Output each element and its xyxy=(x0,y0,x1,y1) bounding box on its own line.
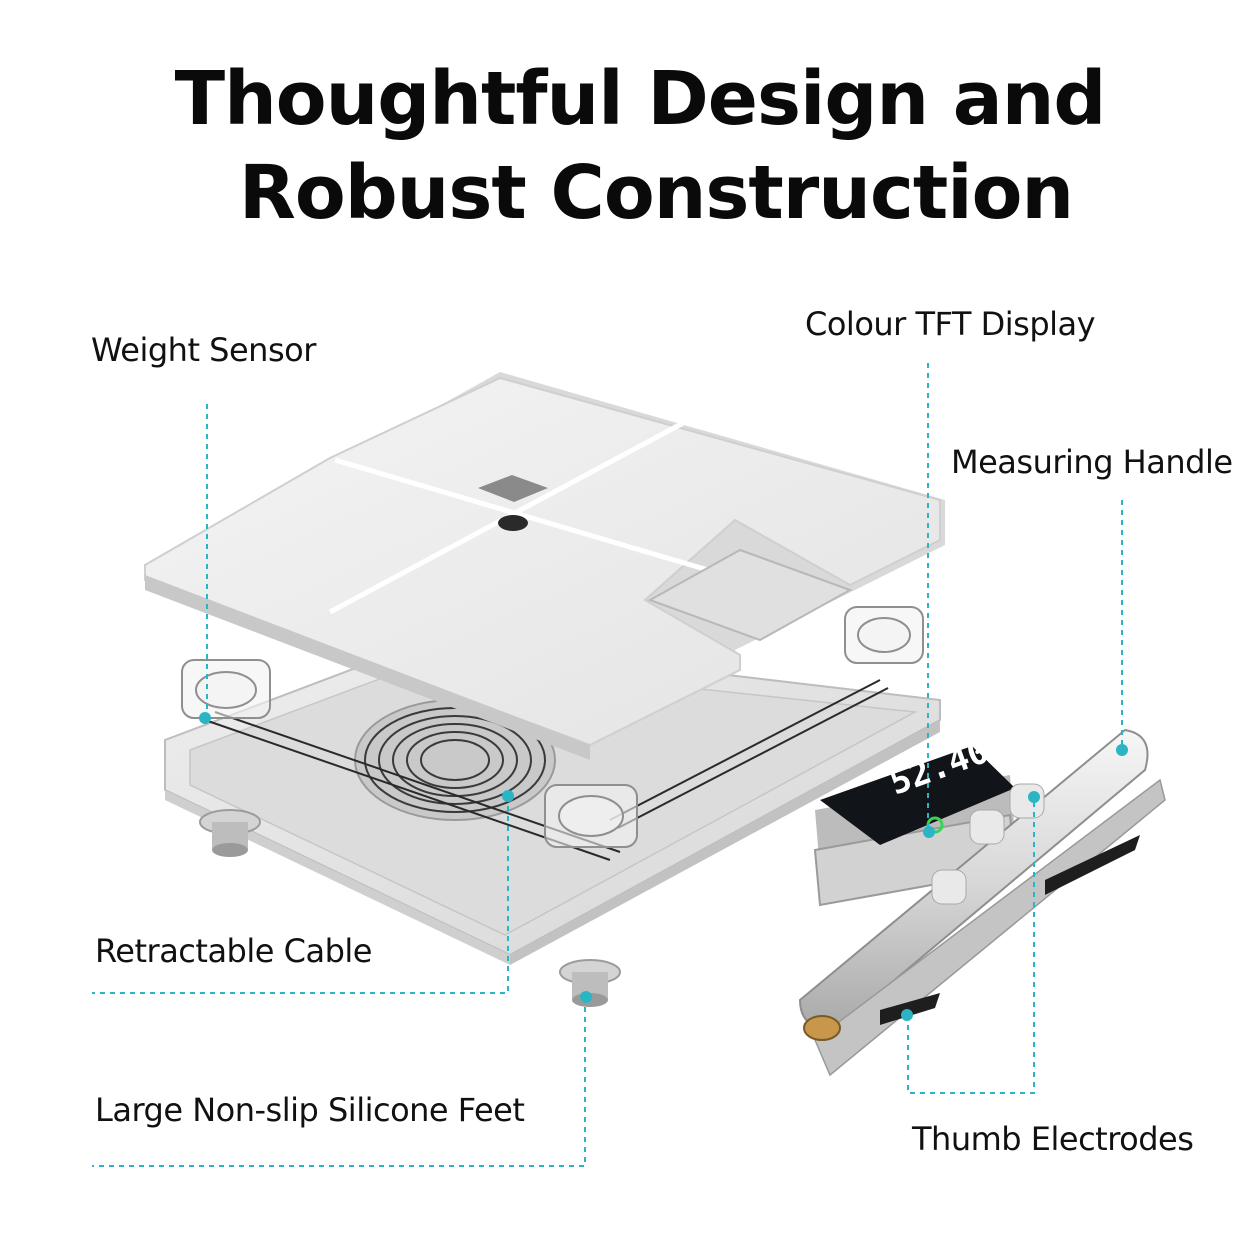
leader-dots xyxy=(199,712,1128,1021)
weight-sensor-left xyxy=(181,659,271,719)
dot-retractable-cable xyxy=(502,790,514,802)
thumb-electrode xyxy=(803,1015,841,1041)
silicone-foot-left xyxy=(199,809,261,857)
label-weight-sensor: Weight Sensor xyxy=(91,331,316,369)
weight-sensor-front xyxy=(544,784,638,848)
weight-sensor-right xyxy=(844,606,924,664)
dot-silicone-feet xyxy=(580,991,592,1003)
scale-top-platform xyxy=(144,372,945,760)
leader-retractable-cable xyxy=(92,796,509,994)
dot-colour-display xyxy=(923,826,935,838)
leader-silicone-feet xyxy=(92,997,586,1167)
measuring-handle xyxy=(798,728,1166,1077)
headline-line-1: Thoughtful Design and xyxy=(174,56,1107,142)
dot-thumb-electrodes-a xyxy=(901,1009,913,1021)
label-measuring-handle: Measuring Handle xyxy=(951,443,1233,481)
dot-thumb-electrodes-b xyxy=(1028,791,1040,803)
display-module xyxy=(813,746,1017,907)
headline: Thoughtful Design and Robust Constructio… xyxy=(0,52,1254,240)
label-silicone-feet: Large Non-slip Silicone Feet xyxy=(95,1091,525,1129)
leader-thumb-electrodes xyxy=(907,797,1035,1094)
dot-measuring-handle xyxy=(1116,744,1128,756)
label-thumb-electrodes: Thumb Electrodes xyxy=(912,1120,1194,1158)
dot-weight-sensor xyxy=(199,712,211,724)
headline-line-2: Robust Construction xyxy=(238,150,1074,236)
label-retractable-cable: Retractable Cable xyxy=(95,932,372,970)
label-colour-tft-display: Colour TFT Display xyxy=(805,305,1096,343)
leader-lines xyxy=(92,363,1123,1167)
